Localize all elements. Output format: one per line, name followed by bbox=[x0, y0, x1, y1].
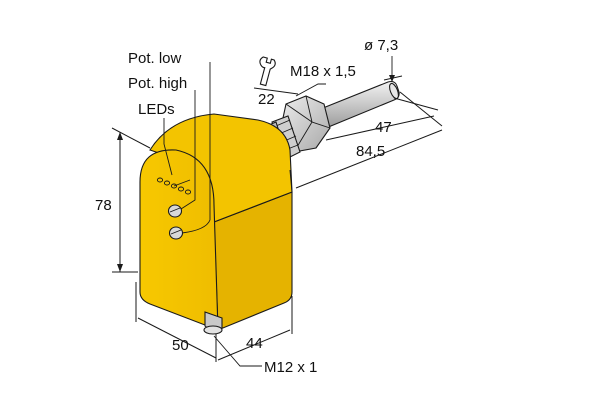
led-5 bbox=[184, 189, 192, 195]
label-pot-high: Pot. high bbox=[128, 75, 187, 92]
housing-front bbox=[139, 149, 219, 331]
led-4 bbox=[177, 186, 185, 192]
leader-lines bbox=[163, 62, 211, 234]
dim-width: 50 bbox=[172, 337, 189, 354]
dim-height: 78 bbox=[95, 197, 112, 214]
dim-total-length: 84,5 bbox=[356, 143, 385, 160]
led-3 bbox=[170, 183, 178, 189]
dim-connector: M12 x 1 bbox=[264, 359, 317, 376]
sensor-housing bbox=[139, 113, 293, 335]
dimension-lines bbox=[111, 56, 443, 367]
led-2 bbox=[163, 180, 171, 186]
led-row bbox=[156, 177, 192, 195]
dim-diameter: ø 7,3 bbox=[364, 37, 398, 54]
wrench-icon bbox=[259, 56, 276, 87]
dim-depth: 44 bbox=[246, 335, 263, 352]
pot-low bbox=[168, 226, 184, 240]
dim-wrench-size: 22 bbox=[258, 91, 275, 108]
label-pot-low: Pot. low bbox=[128, 50, 182, 67]
housing-side bbox=[213, 191, 293, 331]
dim-thread: M18 x 1,5 bbox=[290, 63, 356, 80]
label-leds: LEDs bbox=[138, 101, 175, 118]
dim-probe-length: 47 bbox=[375, 119, 392, 136]
pot-high bbox=[167, 204, 183, 218]
led-1 bbox=[156, 177, 164, 183]
probe-rod bbox=[317, 80, 400, 129]
